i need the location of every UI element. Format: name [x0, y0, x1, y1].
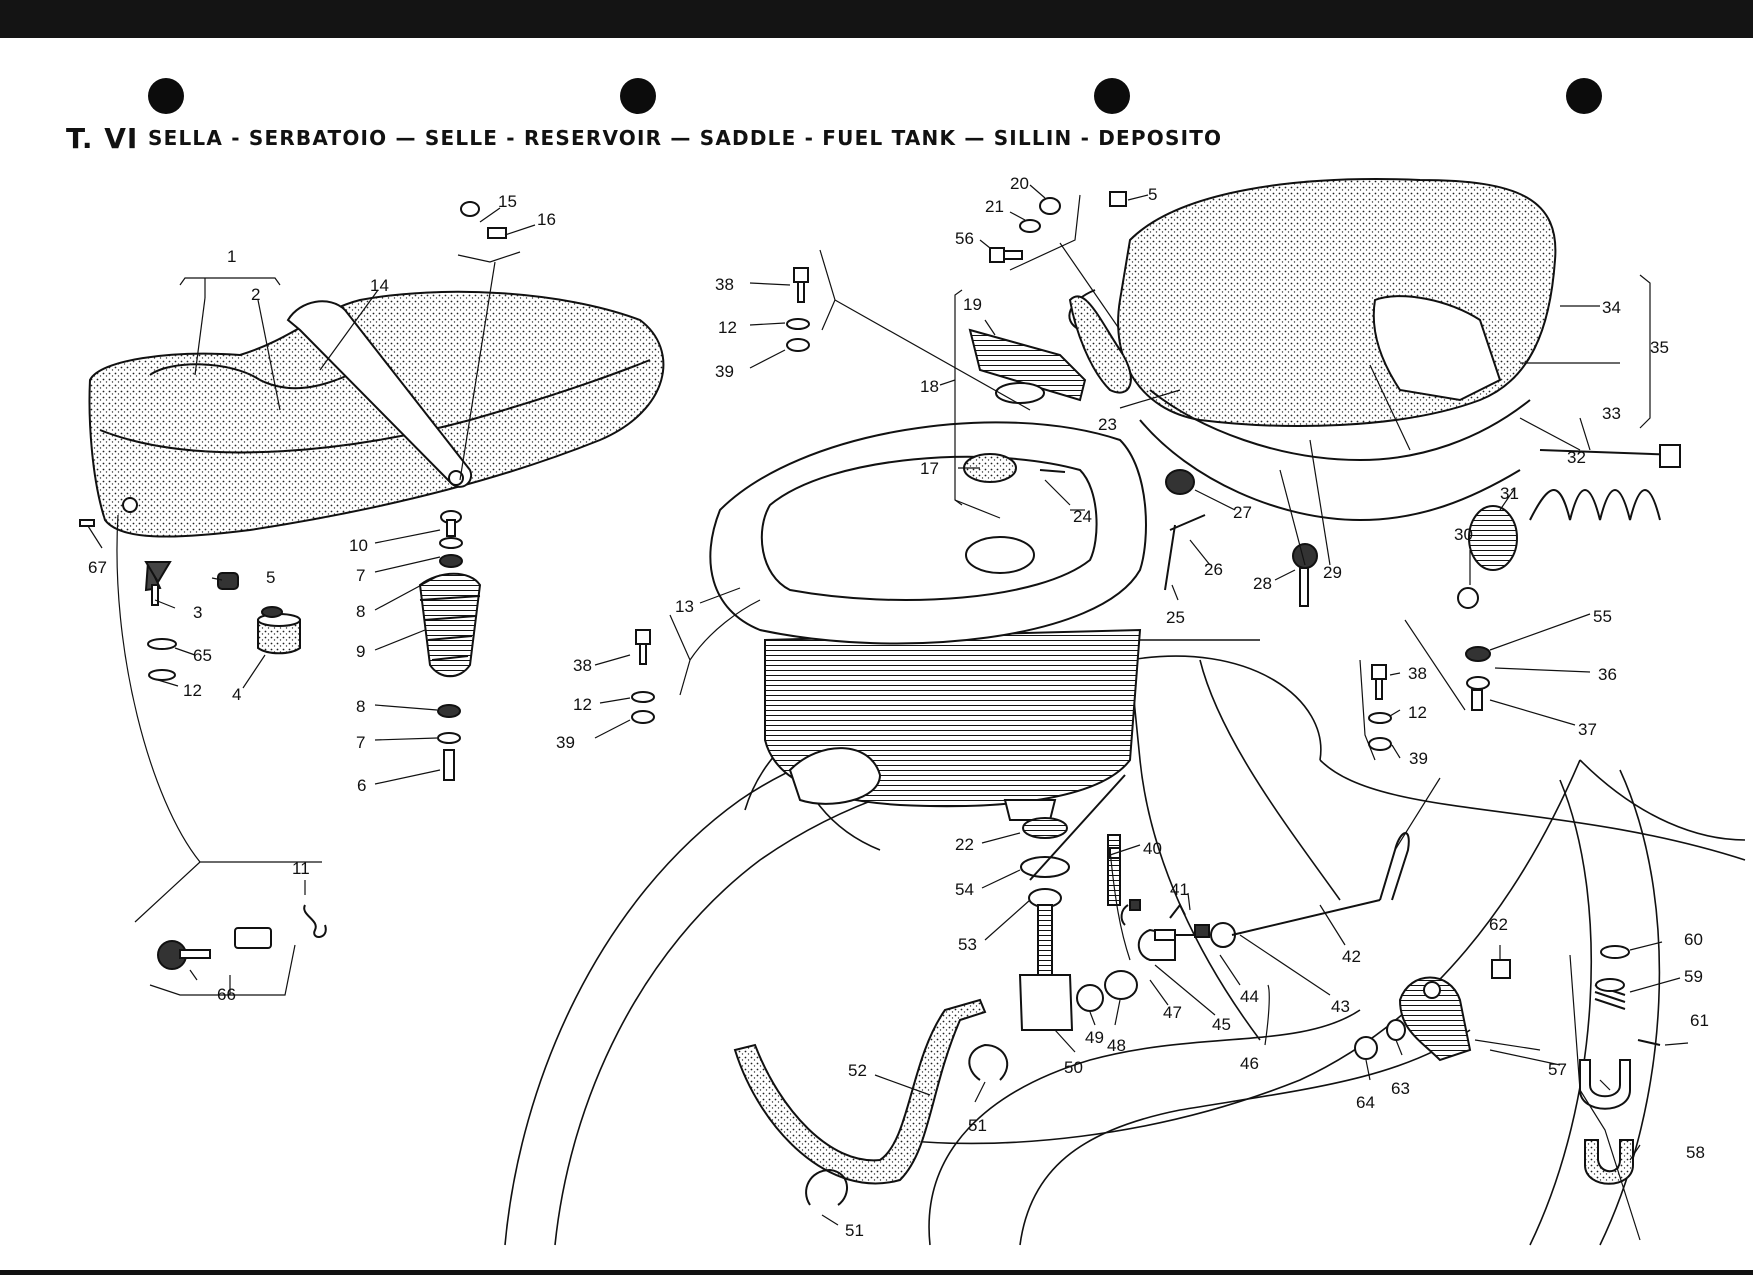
callout-40: 40: [1143, 839, 1162, 858]
callout-42: 42: [1342, 947, 1361, 966]
callout-39: 39: [1409, 749, 1428, 768]
callout-57: 57: [1548, 1060, 1567, 1079]
callout-2: 2: [251, 285, 260, 304]
callout-36: 36: [1598, 665, 1617, 684]
seat-lock-parts: [157, 904, 327, 970]
callout-5: 5: [1148, 185, 1157, 204]
callout-1: 1: [227, 247, 236, 266]
callout-50: 50: [1064, 1058, 1083, 1077]
callout-46: 46: [1240, 1054, 1259, 1073]
dual-seat: [88, 290, 665, 538]
callout-39: 39: [715, 362, 734, 381]
leader-lines: [87, 184, 1689, 1241]
callout-30: 30: [1454, 525, 1473, 544]
callout-37: 37: [1578, 720, 1597, 739]
callout-33: 33: [1602, 404, 1621, 423]
callout-48: 48: [1107, 1036, 1126, 1055]
seat-mounting-hardware: [79, 510, 482, 781]
callout-44: 44: [1240, 987, 1259, 1006]
callout-9: 9: [356, 642, 365, 661]
callout-11: 11: [292, 859, 310, 878]
callout-51: 51: [845, 1221, 864, 1240]
callout-23: 23: [1098, 415, 1117, 434]
callout-25: 25: [1166, 608, 1185, 627]
scan-bottom-border: [0, 1270, 1753, 1275]
callout-59: 59: [1684, 967, 1703, 986]
callout-20: 20: [1010, 174, 1029, 193]
callout-14: 14: [370, 276, 389, 295]
callout-8: 8: [356, 697, 365, 716]
callout-12: 12: [718, 318, 737, 337]
callout-55: 55: [1593, 607, 1612, 626]
callout-4: 4: [232, 685, 241, 704]
callout-45: 45: [1212, 1015, 1231, 1034]
callout-67: 67: [88, 558, 107, 577]
binder-hole: [620, 78, 656, 114]
callout-3: 3: [193, 603, 202, 622]
callout-61: 61: [1690, 1011, 1709, 1030]
callout-18: 18: [920, 377, 939, 396]
callout-12: 12: [183, 681, 202, 700]
callout-39: 39: [556, 733, 575, 752]
callout-53: 53: [958, 935, 977, 954]
callout-10: 10: [349, 536, 368, 555]
callout-32: 32: [1567, 448, 1586, 467]
callout-60: 60: [1684, 930, 1703, 949]
callout-27: 27: [1233, 503, 1252, 522]
callout-41: 41: [1170, 880, 1189, 899]
binder-hole: [1094, 78, 1130, 114]
callout-65: 65: [193, 646, 212, 665]
callout-47: 47: [1163, 1003, 1182, 1022]
callout-66: 66: [217, 985, 236, 1004]
plate-id: T. VI: [66, 122, 139, 155]
callout-34: 34: [1602, 298, 1621, 317]
callout-51: 51: [968, 1116, 987, 1135]
callout-17: 17: [920, 459, 939, 478]
callout-26: 26: [1204, 560, 1223, 579]
callout-labels: 1 2 3 4 5 5 6 7 7 8 8 9 10 11 12 12 12 1…: [88, 174, 1709, 1240]
callout-21: 21: [985, 197, 1004, 216]
callout-38: 38: [573, 656, 592, 675]
callout-24: 24: [1073, 507, 1092, 526]
callout-13: 13: [675, 597, 694, 616]
binder-hole: [1566, 78, 1602, 114]
callout-58: 58: [1686, 1143, 1705, 1162]
callout-56: 56: [955, 229, 974, 248]
fuel-cap: [968, 328, 1087, 404]
binder-hole: [148, 78, 184, 114]
callout-62: 62: [1489, 915, 1508, 934]
callout-12: 12: [1408, 703, 1427, 722]
callout-6: 6: [357, 776, 366, 795]
callout-7: 7: [356, 733, 365, 752]
callout-63: 63: [1391, 1079, 1410, 1098]
saddle-spring-assembly: [1457, 444, 1681, 711]
callout-38: 38: [715, 275, 734, 294]
callout-12: 12: [573, 695, 592, 714]
callout-16: 16: [537, 210, 556, 229]
fuel-tank: [709, 421, 1147, 821]
callout-35: 35: [1650, 338, 1669, 357]
scan-top-border: [0, 0, 1753, 38]
callout-52: 52: [848, 1061, 867, 1080]
callout-43: 43: [1331, 997, 1350, 1016]
callout-54: 54: [955, 880, 974, 899]
callout-29: 29: [1323, 563, 1342, 582]
tank-mounting-hardware: [460, 191, 1392, 751]
callout-28: 28: [1253, 574, 1272, 593]
solo-saddle: [1068, 178, 1557, 522]
callout-31: 31: [1500, 484, 1519, 503]
callout-38: 38: [1408, 664, 1427, 683]
callout-7: 7: [356, 566, 365, 585]
callout-5: 5: [266, 568, 275, 587]
callout-19: 19: [963, 295, 982, 314]
callout-15: 15: [498, 192, 517, 211]
luggage-hook-parts: [1354, 945, 1661, 1185]
callout-22: 22: [955, 835, 974, 854]
page-title: SELLA - SERBATOIO — SELLE - RESERVOIR — …: [148, 126, 1223, 150]
callout-8: 8: [356, 602, 365, 621]
callout-64: 64: [1356, 1093, 1375, 1112]
fuel-tap-assembly: [733, 774, 1410, 1206]
callout-49: 49: [1085, 1028, 1104, 1047]
